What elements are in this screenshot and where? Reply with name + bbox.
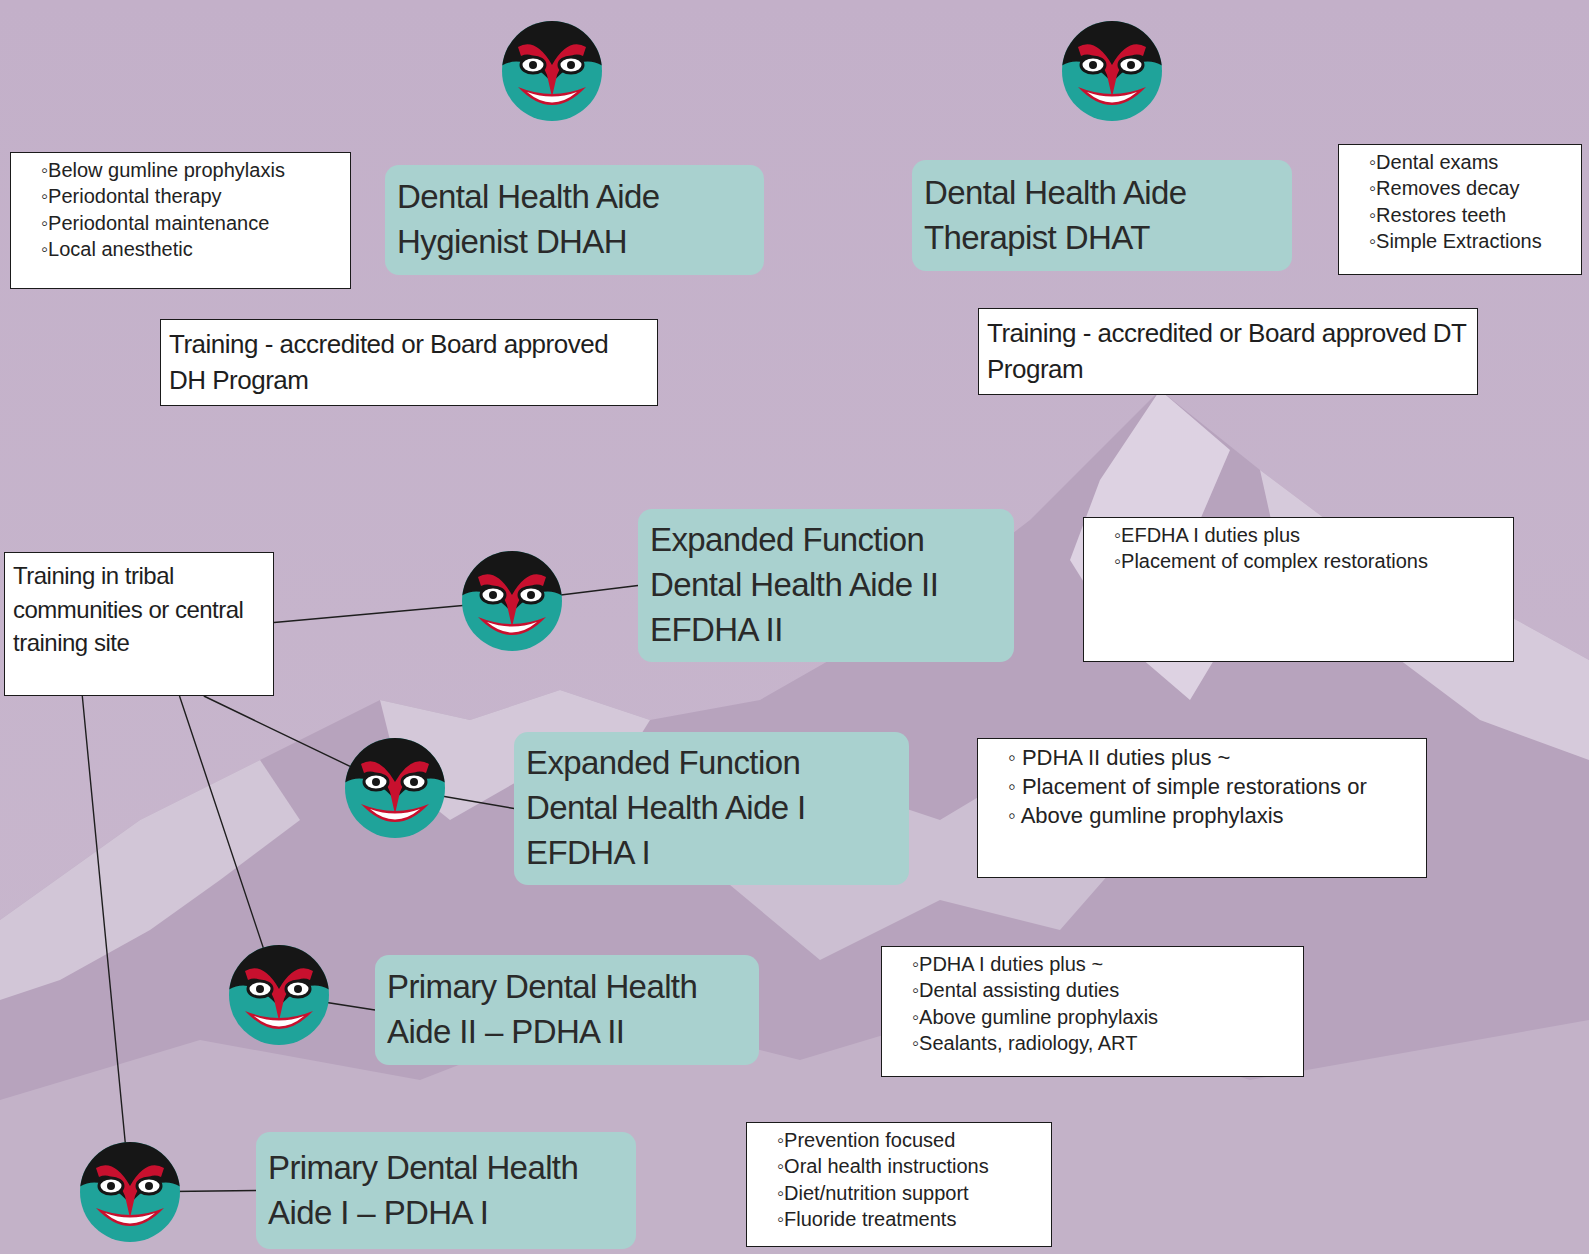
duty-item: ◦EFDHA I duties plus: [1114, 522, 1503, 548]
duty-item: ◦ Placement of simple restorations or: [1008, 772, 1416, 801]
role-box: Primary Dental Health Aide I – PDHA I: [256, 1132, 636, 1249]
duty-item: ◦Prevention focused: [777, 1127, 1041, 1153]
role-box: Dental Health Aide Hygienist DHAH: [385, 165, 764, 275]
duty-item: ◦Sealants, radiology, ART: [912, 1030, 1293, 1056]
role-box: Primary Dental Health Aide II – PDHA II: [375, 955, 759, 1065]
role-box: Expanded Function Dental Health Aide I E…: [514, 732, 909, 885]
training-text: Training - accredited or Board approved …: [169, 326, 649, 399]
role-title: Primary Dental Health Aide II – PDHA II: [387, 965, 747, 1055]
duties-box: ◦PDHA I duties plus ~◦Dental assisting d…: [881, 946, 1304, 1077]
duty-item: ◦Above gumline prophylaxis: [912, 1004, 1293, 1030]
duties-box: ◦ PDHA II duties plus ~◦ Placement of si…: [977, 738, 1427, 878]
training-box: Training - accredited or Board approved …: [978, 308, 1478, 395]
leader-line: [82, 696, 256, 1192]
duty-item: ◦Periodontal therapy: [41, 183, 340, 209]
duties-box: ◦Below gumline prophylaxis◦Periodontal t…: [10, 152, 351, 289]
role-title: Dental Health Aide Therapist DHAT: [924, 171, 1280, 261]
duty-item: ◦Fluoride treatments: [777, 1206, 1041, 1232]
training-box: Training - accredited or Board approved …: [160, 319, 658, 406]
training-box: Training in tribal communities or centra…: [4, 552, 274, 696]
duty-item: ◦Simple Extractions: [1369, 228, 1571, 254]
duty-item: ◦PDHA I duties plus ~: [912, 951, 1293, 977]
duty-item: ◦ Above gumline prophylaxis: [1008, 801, 1416, 830]
role-title: Dental Health Aide Hygienist DHAH: [397, 175, 752, 265]
role-title: Primary Dental Health Aide I – PDHA I: [268, 1146, 624, 1236]
duties-box: ◦Prevention focused◦Oral health instruct…: [746, 1122, 1052, 1247]
duty-item: ◦ PDHA II duties plus ~: [1008, 743, 1416, 772]
training-text: Training - accredited or Board approved …: [987, 315, 1469, 388]
leader-line: [274, 586, 638, 623]
duties-box: ◦EFDHA I duties plus◦Placement of comple…: [1083, 517, 1514, 662]
role-title: Expanded Function Dental Health Aide I E…: [526, 741, 897, 876]
duty-item: ◦Periodontal maintenance: [41, 210, 340, 236]
duty-item: ◦Removes decay: [1369, 175, 1571, 201]
duty-item: ◦Dental assisting duties: [912, 977, 1293, 1003]
duty-item: ◦Restores teeth: [1369, 202, 1571, 228]
role-box: Dental Health Aide Therapist DHAT: [912, 160, 1292, 271]
duty-item: ◦Local anesthetic: [41, 236, 340, 262]
duty-item: ◦Diet/nutrition support: [777, 1180, 1041, 1206]
duty-item: ◦Dental exams: [1369, 149, 1571, 175]
duty-item: ◦Placement of complex restorations: [1114, 548, 1503, 574]
duties-box: ◦Dental exams◦Removes decay◦Restores tee…: [1338, 144, 1582, 275]
duty-item: ◦Oral health instructions: [777, 1153, 1041, 1179]
training-text: Training in tribal communities or centra…: [13, 559, 265, 660]
role-title: Expanded Function Dental Health Aide II …: [650, 518, 1002, 653]
duty-item: ◦Below gumline prophylaxis: [41, 157, 340, 183]
role-box: Expanded Function Dental Health Aide II …: [638, 509, 1014, 662]
